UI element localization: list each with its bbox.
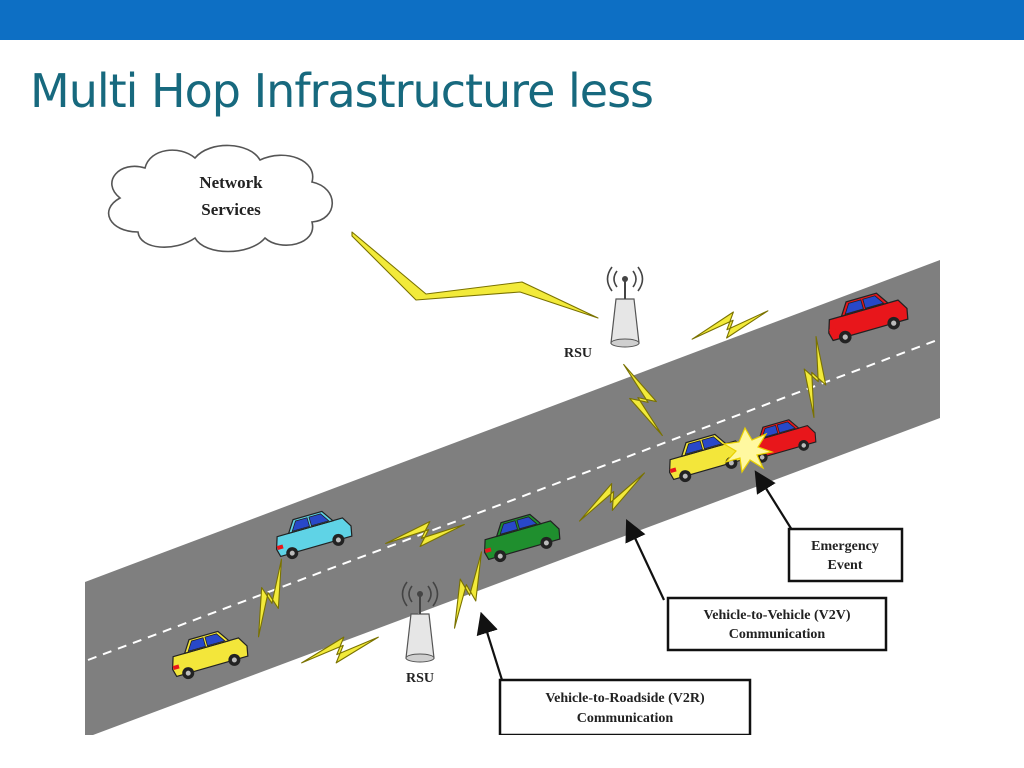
slide-title: Multi Hop Infrastructure less: [30, 64, 654, 118]
callout-v2v: Vehicle-to-Vehicle (V2V) Communication: [666, 596, 888, 652]
vanet-diagram: Network Services RSU RSU Emergency Event…: [85, 144, 941, 735]
emergency-burst-icon: [722, 426, 775, 474]
callout-v2r-line1: Vehicle-to-Roadside (V2R): [545, 691, 705, 706]
callout-v2v-line2: Communication: [729, 627, 826, 642]
cloud-label-line1: Network: [199, 173, 263, 192]
callout-v2r: Vehicle-to-Roadside (V2R) Communication: [498, 678, 752, 735]
rsu-top: [606, 266, 644, 348]
link-cloud-to-rsu: [351, 231, 599, 319]
arrow-v2v: [625, 519, 665, 601]
network-services-cloud: Network Services: [107, 144, 334, 253]
road: [85, 260, 940, 735]
arrow-v2r: [476, 611, 504, 681]
road-center-line: [87, 338, 941, 661]
callout-emergency: Emergency Event: [787, 527, 904, 583]
header-bar: [0, 0, 1024, 40]
callout-v2r-line2: Communication: [577, 711, 674, 726]
callout-emergency-line1: Emergency: [811, 539, 879, 554]
cloud-label-line2: Services: [201, 200, 261, 219]
rsu-top-label: RSU: [564, 346, 592, 361]
callout-emergency-line2: Event: [828, 558, 863, 573]
callout-v2v-line1: Vehicle-to-Vehicle (V2V): [703, 608, 850, 623]
arrow-emergency: [754, 470, 793, 531]
rsu-bottom-label: RSU: [406, 671, 434, 686]
